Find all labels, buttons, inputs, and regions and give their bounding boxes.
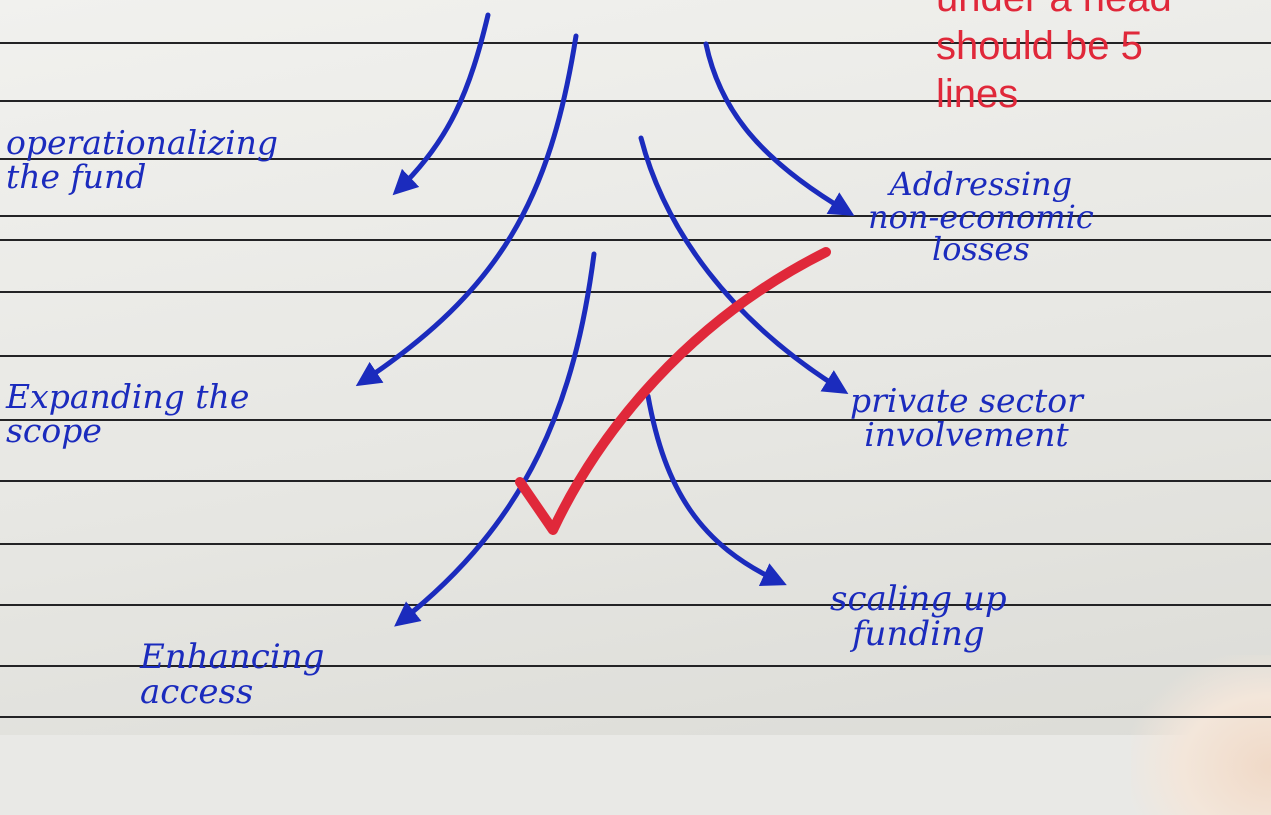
ruled-line (0, 158, 1271, 160)
arrow-scaling (645, 393, 787, 586)
arrow-private-sector (638, 135, 849, 394)
ruled-line (0, 239, 1271, 241)
arrow-enhancing (394, 251, 597, 627)
ruled-line (0, 665, 1271, 667)
arrow-addressing (703, 41, 855, 216)
ruled-line (0, 100, 1271, 102)
ruled-line (0, 543, 1271, 545)
arrow-drawing (355, 12, 855, 627)
arrow-operationalizing (392, 12, 491, 196)
ruled-line (0, 604, 1271, 606)
annotation-line-1: under a head (936, 0, 1271, 22)
annotation-line-2: should be 5 (936, 24, 1143, 68)
ruled-line (0, 355, 1271, 357)
arrow-expanding (355, 33, 579, 387)
ruled-line (0, 291, 1271, 293)
ruled-line (0, 480, 1271, 482)
ruled-line (0, 419, 1271, 421)
ruled-line (0, 716, 1271, 718)
ruled-line (0, 215, 1271, 217)
ruled-line (0, 42, 1271, 44)
annotation-line-3: lines (936, 72, 1019, 116)
teacher-annotation: under a head should be 5 lines (936, 0, 1271, 118)
check-mark (515, 247, 831, 535)
